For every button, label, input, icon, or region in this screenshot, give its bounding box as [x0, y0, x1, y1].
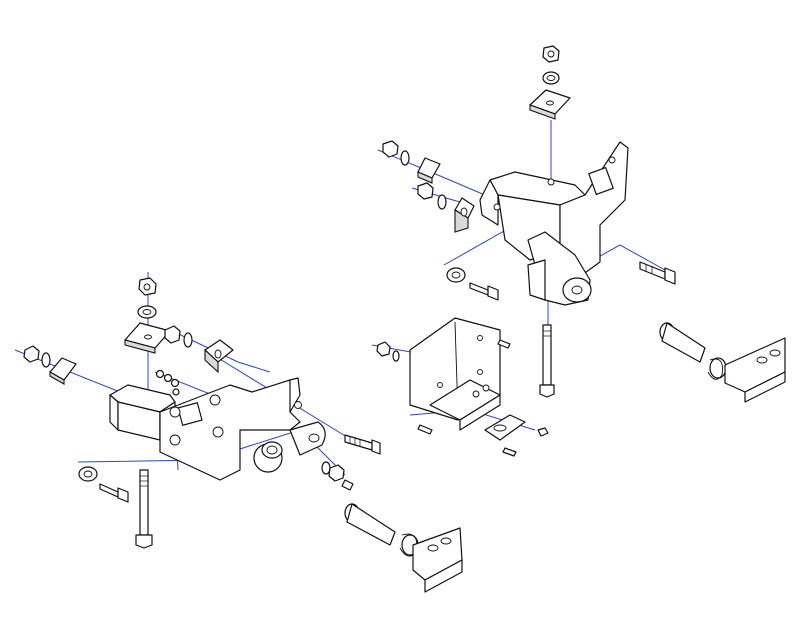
left-main-bracket — [109, 377, 302, 481]
right-top-nut — [542, 45, 560, 63]
hitch-pin-left — [344, 503, 463, 593]
right-bracket-assembly — [382, 45, 676, 398]
right-horizontal-bolt — [639, 261, 676, 285]
plate-gasket — [484, 414, 526, 441]
left-small-nuts — [155, 369, 180, 396]
right-nut-row-1 — [382, 140, 441, 184]
right-washer-bolt — [446, 267, 499, 301]
left-clevis-tube — [253, 441, 283, 473]
right-top-washer — [542, 71, 560, 85]
plate-left-hardware — [376, 341, 400, 362]
left-top-washer — [137, 305, 157, 319]
left-small-hardware — [321, 461, 354, 491]
right-main-bracket — [479, 141, 629, 281]
hitch-pin-right — [659, 322, 786, 403]
left-bracket-assembly — [23, 277, 381, 549]
right-clevis-ear — [527, 231, 592, 306]
left-bottom-washer-bolt — [78, 466, 129, 503]
plate-screws — [417, 339, 517, 457]
left-middle-nut-row — [164, 325, 234, 374]
right-nut-row-2 — [417, 182, 475, 233]
plate-angle-bracket — [429, 379, 501, 431]
right-vertical-bolt — [539, 324, 555, 398]
right-spacer-plate — [529, 89, 571, 120]
left-spacer-plate — [124, 322, 171, 354]
left-side-nut-row — [23, 345, 77, 385]
left-vertical-bolt — [135, 469, 153, 549]
plate-small-nuts — [537, 427, 549, 437]
left-clevis-ear — [289, 421, 326, 456]
mounting-plate-assembly — [376, 317, 549, 457]
left-horizontal-bolt — [344, 434, 381, 455]
left-top-nut — [138, 277, 157, 296]
